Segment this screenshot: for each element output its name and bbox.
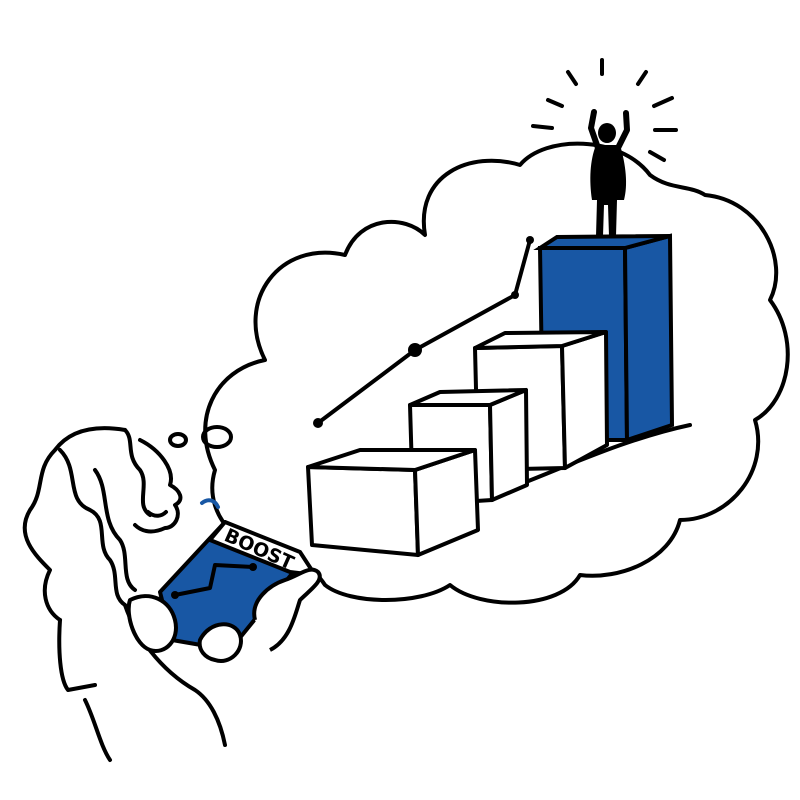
trend-point: [526, 236, 534, 244]
trend-line: [313, 236, 534, 428]
hair: [58, 448, 127, 607]
smile: [146, 510, 168, 518]
hand: [252, 567, 322, 652]
tablet: BOOST: [126, 520, 322, 663]
face: [133, 438, 183, 534]
celebration-rays: [531, 58, 678, 162]
hair: [123, 428, 152, 517]
body: [83, 698, 112, 762]
trend-point: [408, 343, 422, 357]
thought-bubble-small: [168, 432, 188, 448]
thought-cloud: [203, 141, 790, 605]
thought-bubble-medium: [201, 425, 233, 449]
eyebrow: [200, 498, 220, 509]
hair: [93, 468, 137, 592]
celebrating-person-icon: [588, 109, 630, 236]
hair: [22, 426, 127, 622]
trend-point: [313, 418, 323, 428]
shoulder: [57, 618, 97, 692]
trend-point: [511, 291, 519, 299]
hand: [197, 622, 243, 663]
bar-step-1: [306, 448, 480, 557]
hand: [126, 594, 178, 653]
